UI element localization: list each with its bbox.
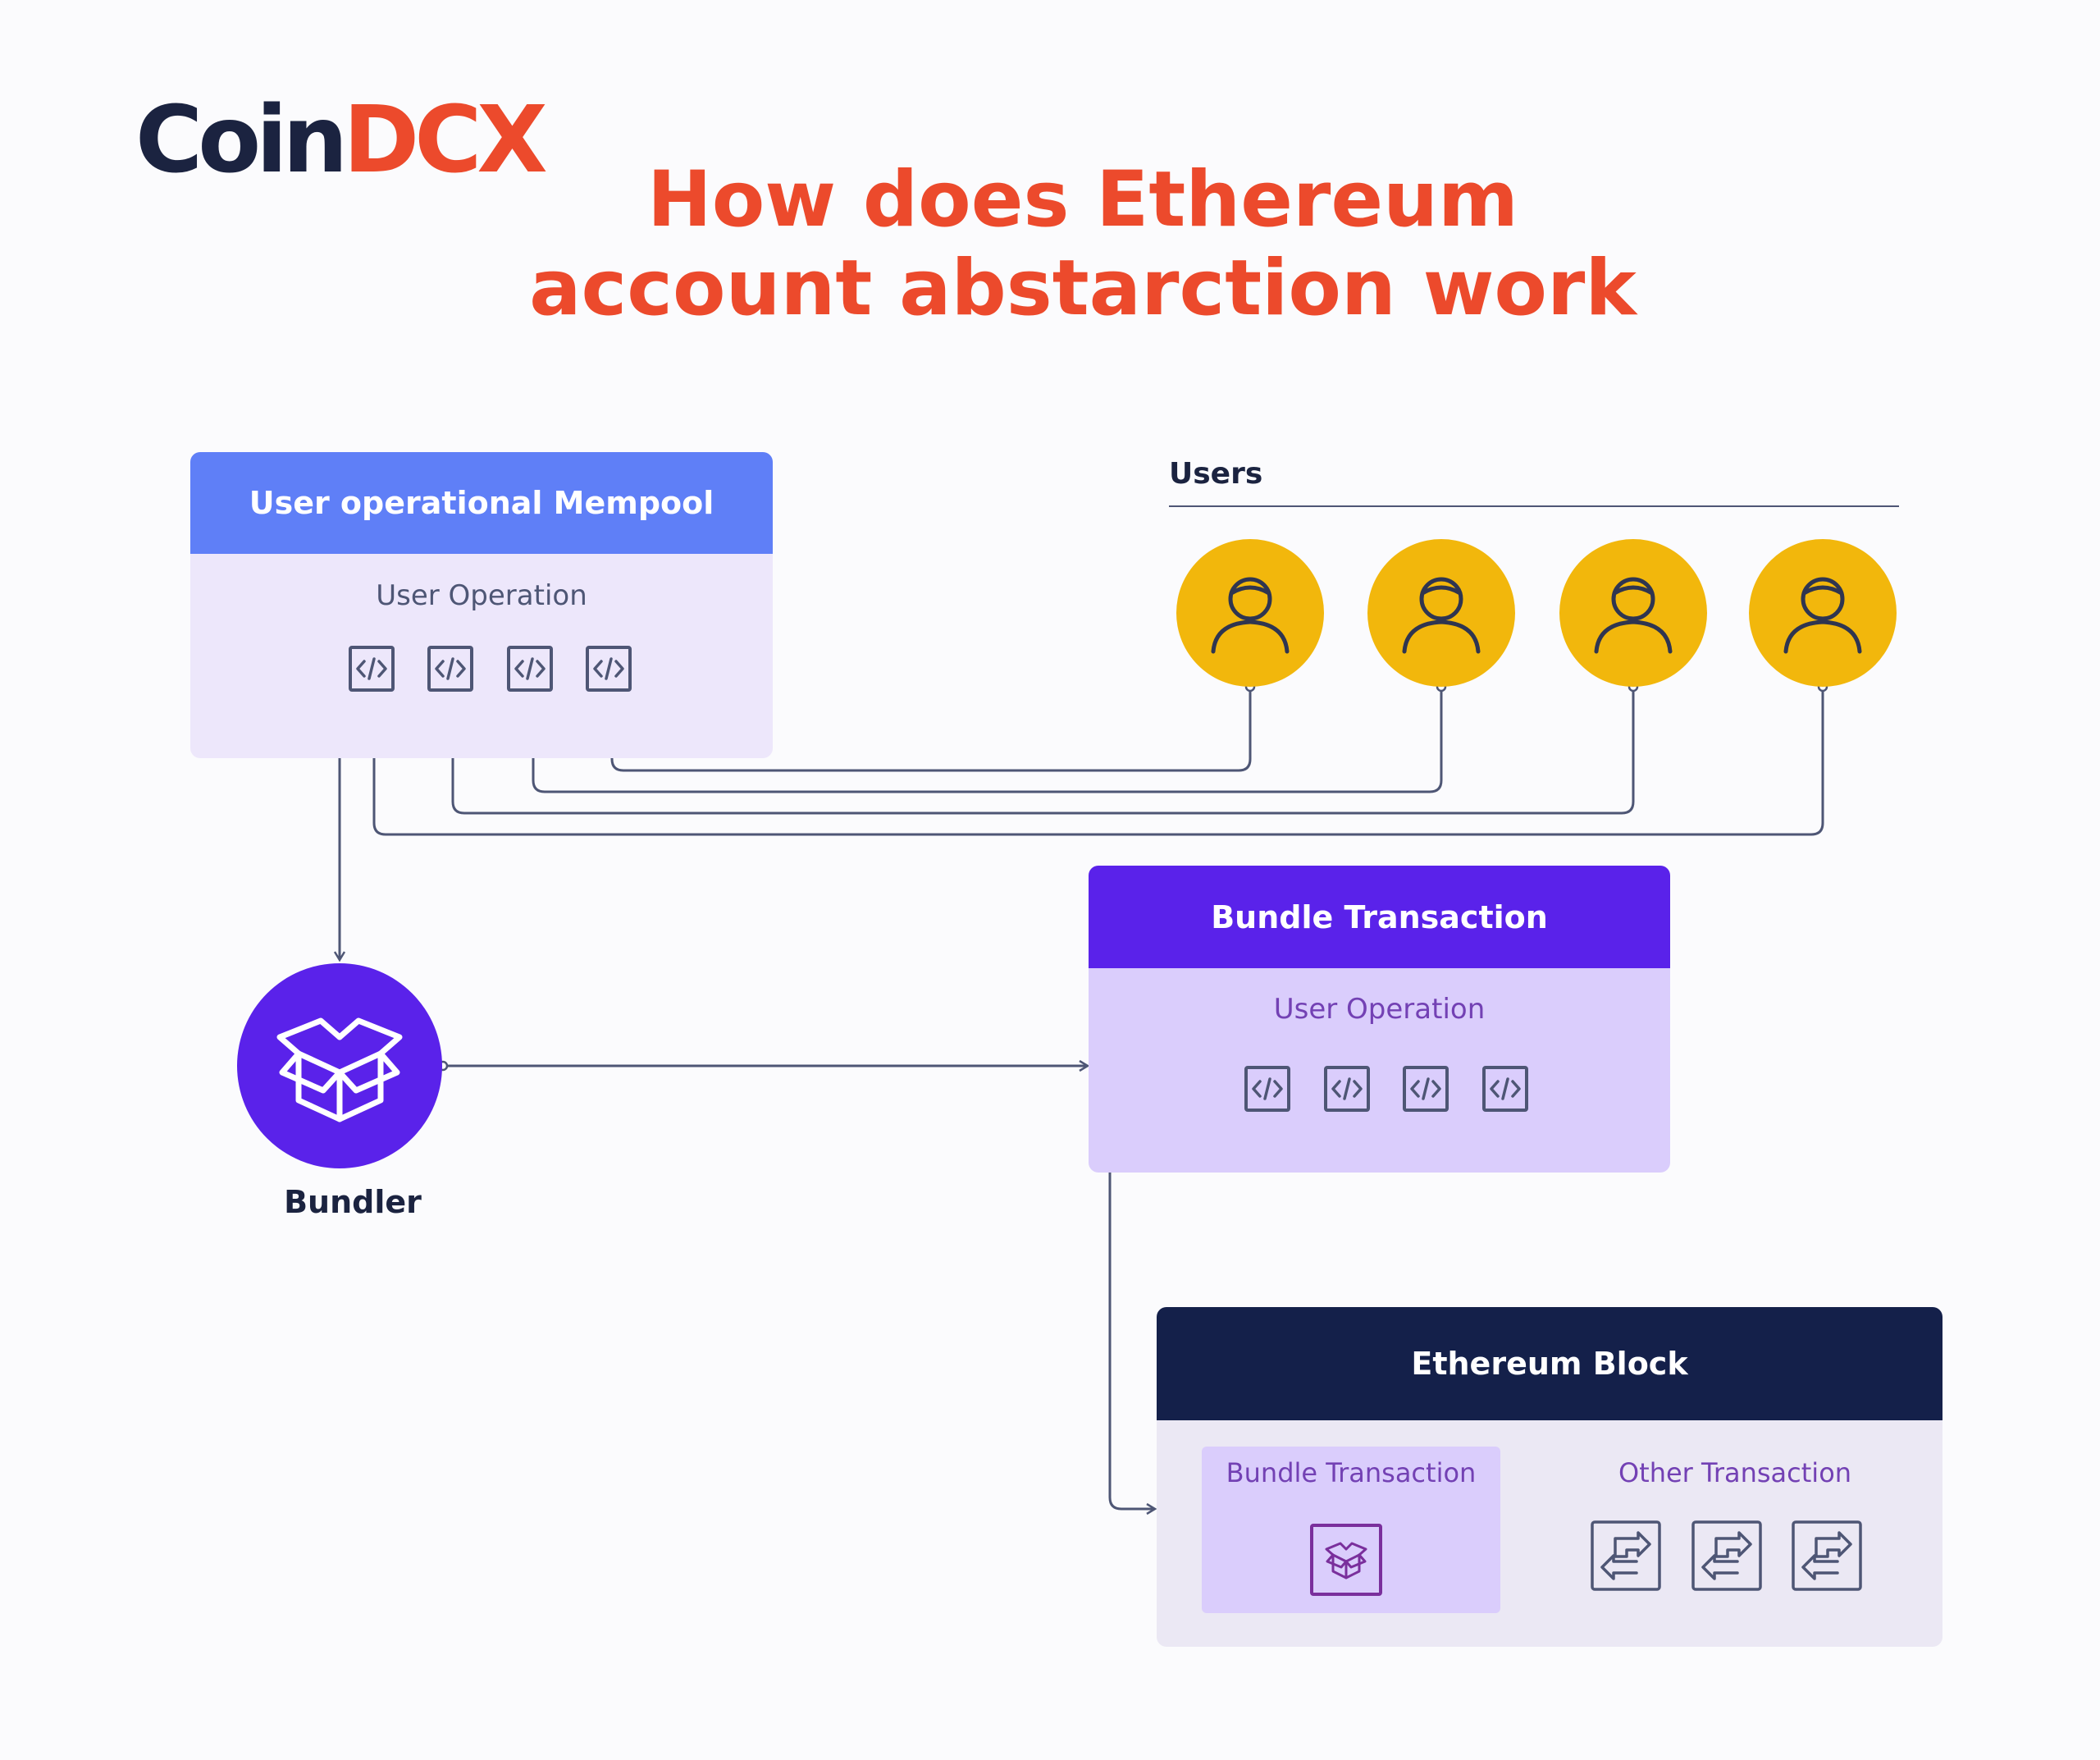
code-icon xyxy=(349,646,395,692)
code-icon xyxy=(427,646,473,692)
box-icon xyxy=(276,1017,403,1122)
code-icon xyxy=(1482,1066,1528,1112)
users-divider xyxy=(1169,505,1899,507)
line-user3-to-op2 xyxy=(446,687,1635,815)
line-bundle-to-block xyxy=(1108,1160,1157,1515)
line-user4-to-op1 xyxy=(368,687,1824,836)
code-icon xyxy=(507,646,553,692)
users-label: Users xyxy=(1169,457,1263,491)
bundle-transaction-panel: Bundle Transaction User Operation xyxy=(1089,866,1670,1173)
bundler-label: Bundler xyxy=(284,1184,422,1220)
transfer-icon xyxy=(1792,1520,1862,1591)
block-bundle-transaction xyxy=(1202,1447,1500,1613)
user-icon xyxy=(1367,539,1515,687)
mempool-title: User operational Mempool xyxy=(190,452,773,554)
code-icon xyxy=(1244,1066,1290,1112)
mempool-subtitle: User Operation xyxy=(376,579,587,612)
code-icon xyxy=(1403,1066,1449,1112)
mempool-panel: User operational Mempool User Operation xyxy=(190,452,773,758)
code-icon xyxy=(1324,1066,1370,1112)
ethereum-block-title: Ethereum Block xyxy=(1157,1307,1942,1420)
page-title: How does Ethereum account abstarction wo… xyxy=(0,156,2100,333)
block-bundle-label: Bundle Transaction xyxy=(1226,1457,1477,1488)
user-icon xyxy=(1749,539,1897,687)
logo-coin-text: Coin xyxy=(135,87,348,194)
title-line-2: account abstarction work xyxy=(529,244,1637,333)
logo-dcx-text: DCX xyxy=(343,87,548,194)
bundler-circle xyxy=(237,963,442,1168)
transfer-icon xyxy=(1691,1520,1762,1591)
coindcx-logo: CoinDCX xyxy=(135,94,548,186)
bundle-transaction-title: Bundle Transaction xyxy=(1089,866,1670,968)
line-user1-to-op4 xyxy=(605,687,1252,772)
box-icon xyxy=(1310,1524,1382,1596)
line-user2-to-op3 xyxy=(527,687,1443,793)
bundle-transaction-subtitle: User Operation xyxy=(1273,993,1486,1026)
user-icon xyxy=(1559,539,1707,687)
transfer-icon xyxy=(1591,1520,1661,1591)
code-icon xyxy=(586,646,632,692)
block-other-label: Other Transaction xyxy=(1618,1457,1852,1488)
user-icon xyxy=(1176,539,1324,687)
title-line-1: How does Ethereum xyxy=(647,155,1518,245)
